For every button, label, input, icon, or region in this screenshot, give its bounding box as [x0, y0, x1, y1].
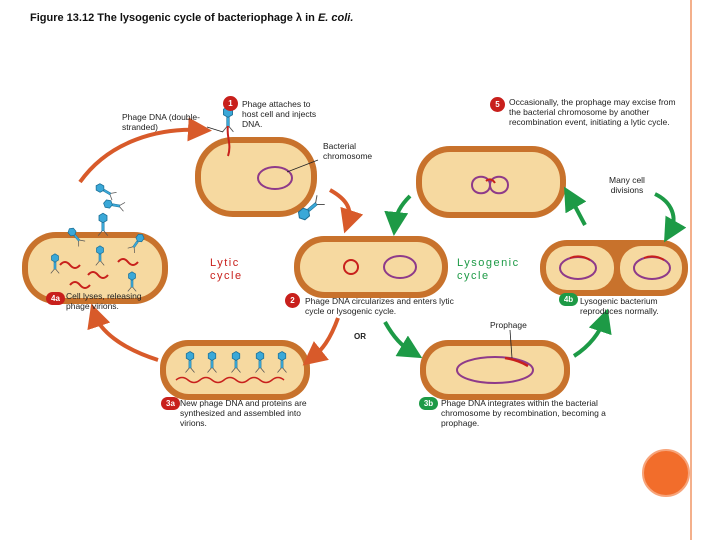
arrow-step1-to-step2 — [329, 188, 364, 234]
cell-step4a — [22, 212, 168, 304]
arrow-step5-to-step2 — [384, 194, 412, 236]
cell-step3a — [160, 340, 310, 400]
label-step3b: Phage DNA integrates within the bacteria… — [441, 398, 606, 428]
cell-step5 — [416, 146, 566, 218]
label-step4b: Lysogenic bacterium reproduces normally. — [580, 296, 659, 316]
label-phage-dna: Phage DNA (double-stranded) — [122, 112, 200, 132]
step-badge-1: 1 — [223, 96, 238, 111]
label-step2: Phage DNA circularizes and enters lytic … — [305, 296, 454, 316]
label-or: OR — [354, 332, 366, 341]
step-badge-5: 5 — [490, 97, 505, 112]
right-edge-rule — [690, 0, 692, 540]
label-step5: Occasionally, the prophage may excise fr… — [509, 97, 676, 127]
arrow-step3a-to-step4a — [87, 303, 159, 362]
label-step3a: New phage DNA and proteins are synthesiz… — [180, 398, 307, 428]
step-badge-4a: 4a — [46, 292, 65, 305]
cell-step3b — [420, 329, 570, 400]
label-bacterial-chromosome: Bacterial chromosome — [323, 141, 373, 161]
arrow-step3b-to-step4b — [572, 308, 612, 358]
cell-step2 — [294, 236, 448, 298]
cell-step1 — [195, 106, 319, 217]
step-badge-3a: 3a — [161, 397, 180, 410]
label-step1: Phage attaches to host cell and injects … — [242, 99, 317, 129]
label-step4a: Cell lyses, releasing phage virions. — [66, 291, 142, 311]
title-prefix: Figure 13.12 The lysogenic cycle of bact… — [30, 12, 315, 24]
label-prophage: Prophage — [490, 320, 527, 330]
arrow-many-divisions — [654, 192, 687, 243]
label-lytic-cycle: Lytic cycle — [210, 257, 243, 282]
step-badge-4b: 4b — [559, 293, 578, 306]
cell-step4b — [540, 240, 688, 296]
label-lysogenic-cycle: Lysogenic cycle — [457, 257, 520, 282]
title-organism: E. coli. — [317, 12, 354, 24]
step-badge-3b: 3b — [419, 397, 438, 410]
arrow-step4b-to-step5 — [564, 186, 587, 226]
figure-title: Figure 13.12 The lysogenic cycle of bact… — [30, 12, 353, 24]
arrow-step2-to-step3b — [383, 321, 423, 359]
arrow-step2-to-step3a — [302, 317, 340, 366]
arrow-to-step1 — [78, 117, 212, 184]
step-badge-2: 2 — [285, 293, 300, 308]
label-many-divisions: Many cell divisions — [609, 175, 645, 195]
decorative-orange-circle — [642, 449, 690, 497]
